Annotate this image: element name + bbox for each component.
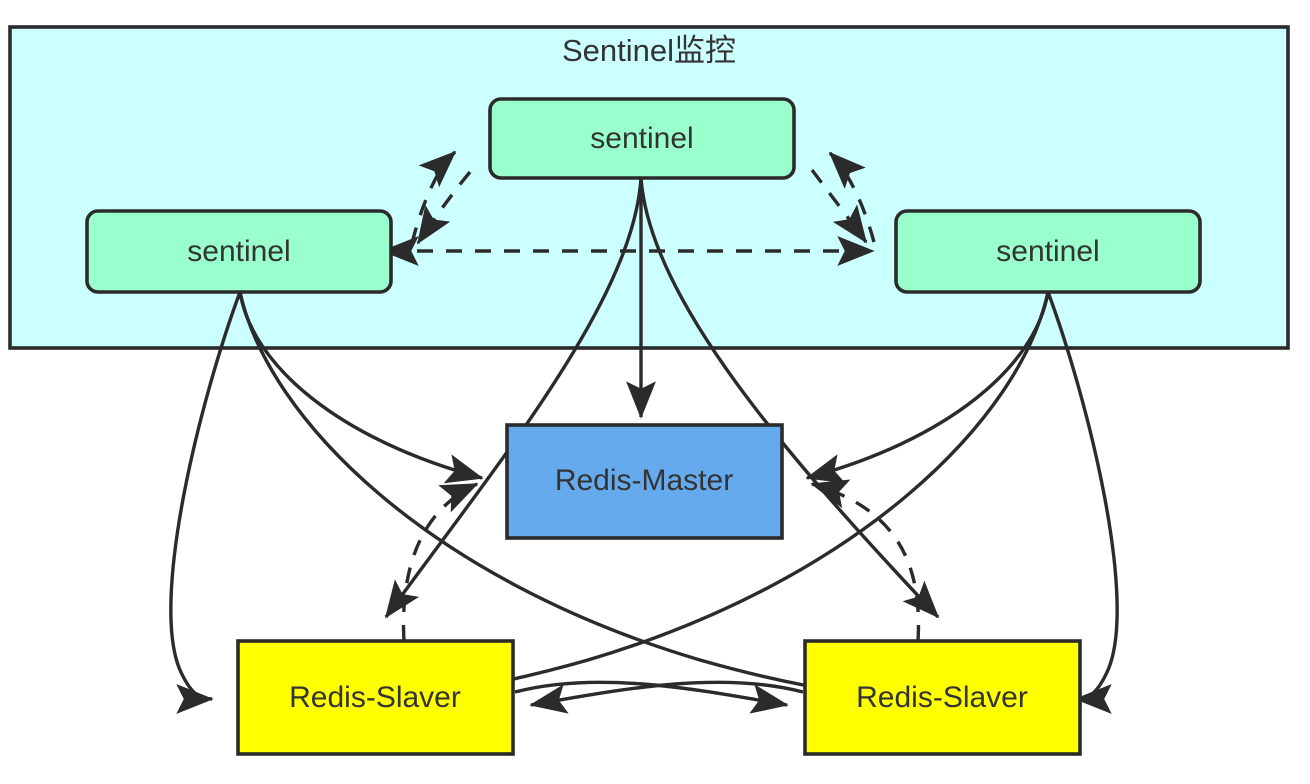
node-sentinel-left[interactable]: sentinel <box>85 209 393 294</box>
redis-slaver-left-label: Redis-Slaver <box>289 681 461 714</box>
edge-slaver-right-to-slaver-left[interactable] <box>529 680 804 714</box>
redis-master-label: Redis-Master <box>555 464 733 497</box>
node-redis-slaver-right[interactable]: Redis-Slaver <box>803 639 1082 756</box>
edges-layer <box>169 150 1119 714</box>
edge-sentinel-left-to-slaver-left[interactable] <box>169 291 242 714</box>
edge-slaver-left-to-master-replication[interactable] <box>401 482 479 642</box>
node-redis-master[interactable]: Redis-Master <box>505 423 784 540</box>
sentinel-right-rect[interactable] <box>894 209 1202 294</box>
sentinel-top-rect[interactable] <box>488 97 796 180</box>
redis-master-rect[interactable] <box>505 423 784 540</box>
node-sentinel-right[interactable]: sentinel <box>894 209 1202 294</box>
edge-sentinel-right-to-slaver-right[interactable] <box>1046 291 1119 714</box>
sentinel-group-title: Sentinel监控 <box>562 33 736 68</box>
redis-slaver-left-rect[interactable] <box>236 639 515 756</box>
redis-slaver-right-label: Redis-Slaver <box>856 681 1028 714</box>
sentinel-group-container: Sentinel监控 <box>8 25 1290 350</box>
nodes-layer: sentinel sentinel sentinel Redis-Master … <box>85 97 1202 756</box>
redis-slaver-right-rect[interactable] <box>803 639 1082 756</box>
edge-slaver-right-to-master-replication[interactable] <box>810 479 921 642</box>
sentinel-top-label: sentinel <box>590 122 693 155</box>
sentinel-right-label: sentinel <box>996 235 1099 268</box>
edge-sentinel-top-to-slaver-left[interactable] <box>384 177 643 619</box>
sentinel-left-rect[interactable] <box>85 209 393 294</box>
sentinel-left-label: sentinel <box>187 235 290 268</box>
edge-sentinel-top-to-slaver-right[interactable] <box>639 177 940 619</box>
edge-sentinel-top-to-right[interactable] <box>810 168 868 244</box>
edge-sentinel-top-to-left[interactable] <box>416 170 472 245</box>
node-sentinel-top[interactable]: sentinel <box>488 97 796 180</box>
edge-sentinel-right-to-top[interactable] <box>828 151 876 243</box>
sentinel-group-rect <box>8 25 1290 350</box>
node-redis-slaver-left[interactable]: Redis-Slaver <box>236 639 515 756</box>
edge-sentinel-left-to-top[interactable] <box>410 150 457 244</box>
